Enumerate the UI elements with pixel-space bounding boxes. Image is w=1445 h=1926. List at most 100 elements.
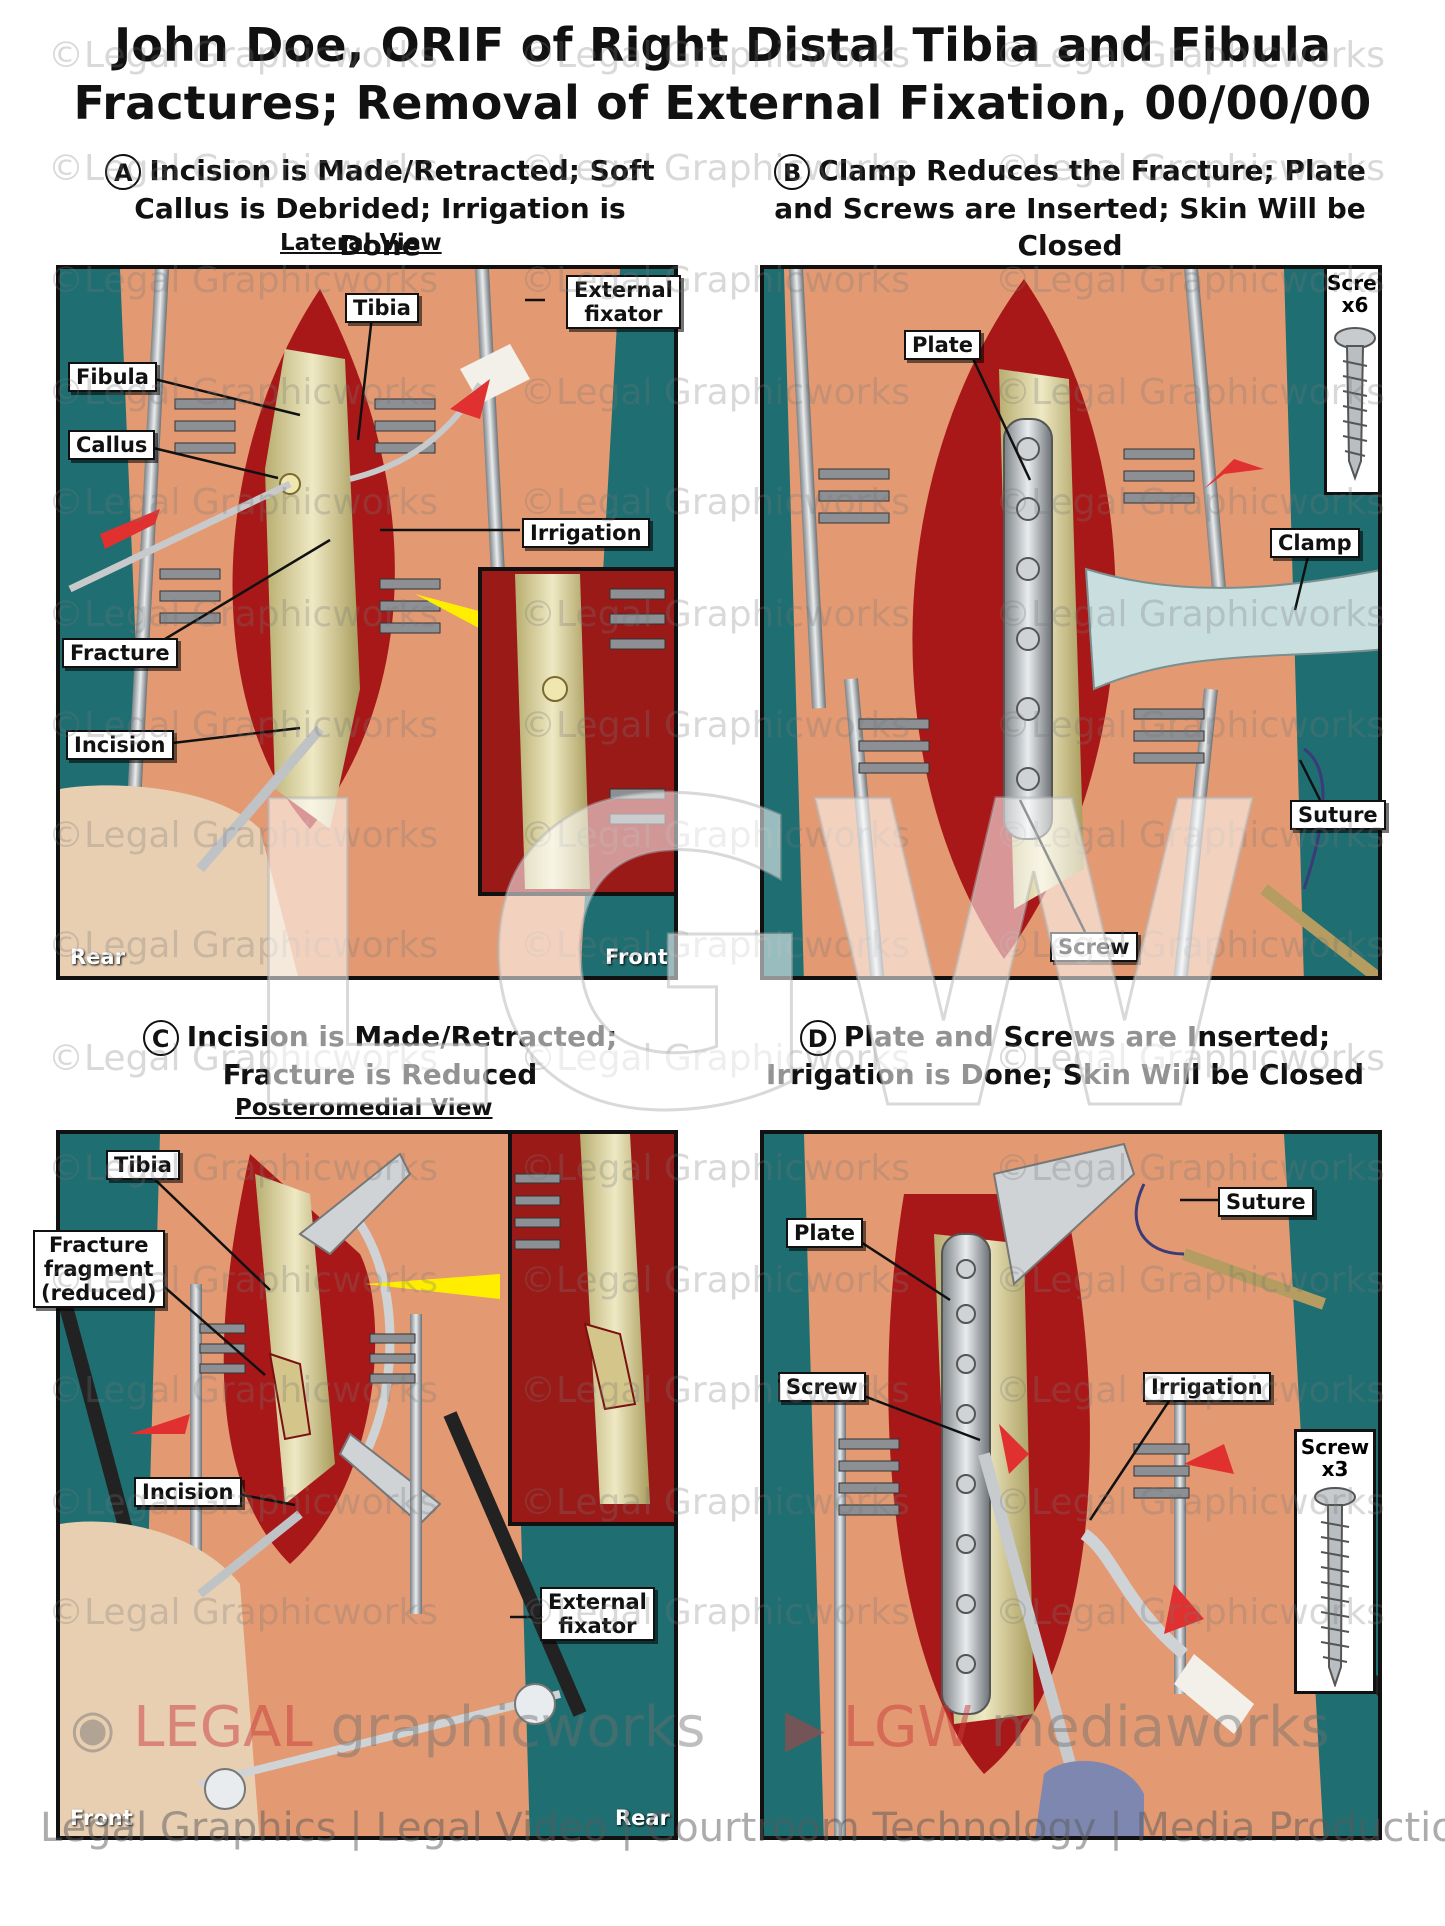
arrow-up bbox=[999, 1424, 1029, 1474]
label-fracture-a: Fracture bbox=[62, 638, 178, 668]
panel-a-corner-front: Front bbox=[605, 945, 668, 969]
label-screw-d: Screw bbox=[778, 1372, 866, 1402]
fixator-pin-lower-left bbox=[844, 678, 885, 976]
panel-a-caption-line2: Callus is Debrided; Irrigation is Done bbox=[134, 192, 626, 262]
irrigation-retractor bbox=[1080, 1529, 1188, 1659]
screw-box-b-count: x6 bbox=[1341, 293, 1369, 317]
panel-a-badge: A bbox=[105, 154, 142, 190]
panel-d-caption-line2: Irrigation is Done; Skin Will be Closed bbox=[765, 1058, 1365, 1091]
label-fracture-fragment-line1: Fracture bbox=[48, 1233, 149, 1257]
panel-b-illustration: Screw x6 bbox=[760, 265, 1382, 980]
brand-graphicworks-text: graphicworks bbox=[312, 1695, 706, 1760]
scalpel bbox=[197, 1510, 303, 1598]
panel-b-caption-line1: Clamp Reduces the Fracture; Plate bbox=[818, 154, 1366, 187]
label-suture-b: Suture bbox=[1290, 800, 1386, 830]
label-clamp-b: Clamp bbox=[1270, 528, 1360, 558]
debridement-tool bbox=[68, 480, 292, 593]
screwdriver-handle bbox=[1035, 1760, 1144, 1836]
zoom-pointer bbox=[365, 1274, 500, 1299]
arrow-irrigation bbox=[1164, 1584, 1204, 1634]
brand-legal-text: LEGAL bbox=[133, 1695, 313, 1760]
panel-a-caption-line1: Incision is Made/Retracted; Soft bbox=[149, 154, 655, 187]
retractor-top bbox=[298, 1152, 412, 1256]
record-icon: ◉ bbox=[70, 1699, 116, 1759]
suture-thread bbox=[1134, 1183, 1185, 1256]
arrow-screw bbox=[1184, 1444, 1234, 1474]
screwdriver-shaft bbox=[978, 1452, 1090, 1816]
label-external-fixator-c: External fixator bbox=[540, 1587, 655, 1641]
fixator-clamp-right bbox=[514, 1683, 556, 1725]
retractor-top bbox=[992, 1142, 1136, 1286]
label-fracture-fragment-line3: (reduced) bbox=[41, 1281, 157, 1305]
label-irrigation-a: Irrigation bbox=[522, 518, 650, 548]
fixator-rod bbox=[199, 1690, 561, 1788]
label-external-fixator-a-line1: External bbox=[574, 278, 673, 302]
panel-a-corner-rear: Rear bbox=[70, 945, 125, 969]
label-plate-d: Plate bbox=[786, 1218, 864, 1248]
retractor-teeth bbox=[818, 448, 1205, 774]
label-external-fixator-c-line2: fixator bbox=[558, 1614, 637, 1638]
irrigation-bulb bbox=[1174, 1654, 1254, 1734]
panel-d-caption-line1: Plate and Screws are Inserted; bbox=[843, 1020, 1331, 1053]
fixator-pin-right bbox=[1184, 269, 1226, 589]
label-fracture-fragment-c: Fracture fragment (reduced) bbox=[33, 1230, 165, 1308]
screw-icon bbox=[1314, 1487, 1356, 1687]
label-fibula-a: Fibula bbox=[68, 362, 157, 392]
panel-c-badge: C bbox=[142, 1020, 179, 1056]
panel-c-view-label: Posteromedial View bbox=[235, 1095, 493, 1121]
page-title-line2: Fractures; Removal of External Fixation,… bbox=[73, 76, 1372, 130]
screw-box-d-label: Screw bbox=[1300, 1435, 1370, 1459]
retractor-teeth-right bbox=[374, 398, 441, 634]
panel-c-corner-rear: Rear bbox=[615, 1806, 670, 1830]
fixator-pin-left bbox=[789, 269, 827, 709]
fixator-pin-right bbox=[410, 1314, 422, 1614]
screw-box-b-label: Screw bbox=[1327, 271, 1378, 295]
label-screw-b: Screw bbox=[1050, 932, 1138, 962]
panel-b-caption-line2: and Screws are Inserted; Skin Will be Cl… bbox=[774, 192, 1366, 262]
scalpel bbox=[196, 725, 324, 873]
screw-icon bbox=[1334, 327, 1376, 482]
fixator-clamp-left bbox=[204, 1768, 246, 1810]
panel-c-caption-line1: Incision is Made/Retracted; bbox=[186, 1020, 618, 1053]
label-tibia-c: Tibia bbox=[106, 1150, 180, 1180]
label-callus-a: Callus bbox=[68, 430, 156, 460]
external-fixator-bar-right bbox=[443, 1411, 587, 1717]
fracture-fragment bbox=[268, 1352, 312, 1441]
play-icon: ▶ bbox=[785, 1699, 825, 1759]
label-external-fixator-a: External fixator bbox=[566, 275, 681, 329]
label-incision-a: Incision bbox=[66, 730, 174, 760]
label-irrigation-d: Irrigation bbox=[1143, 1372, 1271, 1402]
needle-holder bbox=[1181, 1248, 1327, 1310]
panel-a-view-label: Lateral View bbox=[280, 230, 442, 256]
arrow-left bbox=[100, 509, 160, 549]
brand-lgw-text: LGW bbox=[842, 1695, 973, 1760]
label-suture-d: Suture bbox=[1218, 1187, 1314, 1217]
zoom-pointer bbox=[415, 594, 490, 634]
brand-lgw-mediaworks: ▶ LGW mediaworks bbox=[785, 1695, 1330, 1760]
label-fracture-fragment-line2: fragment bbox=[43, 1257, 154, 1281]
panel-c-corner-front: Front bbox=[70, 1806, 133, 1830]
zoom-inset bbox=[478, 567, 674, 896]
page-title-line1: John Doe, ORIF of Right Distal Tibia and… bbox=[113, 18, 1332, 72]
label-external-fixator-a-line2: fixator bbox=[584, 302, 663, 326]
gloved-hand bbox=[60, 1521, 260, 1836]
panel-b-drawing bbox=[764, 269, 1378, 976]
label-external-fixator-c-line1: External bbox=[548, 1590, 647, 1614]
arrow-reduction bbox=[130, 1414, 190, 1434]
arrow-screw bbox=[1204, 459, 1264, 489]
panel-b-badge: B bbox=[774, 154, 811, 190]
label-tibia-a: Tibia bbox=[345, 293, 419, 323]
brand-mediaworks-text: mediaworks bbox=[972, 1695, 1330, 1760]
needle-holder bbox=[1260, 884, 1378, 976]
gloved-hand bbox=[60, 785, 298, 976]
tibia-bone bbox=[255, 1174, 335, 1504]
label-incision-c: Incision bbox=[134, 1477, 242, 1507]
fixator-pin-lower-right bbox=[1173, 688, 1218, 976]
arrow-right bbox=[450, 379, 490, 419]
panel-d-badge: D bbox=[799, 1020, 836, 1056]
brand-legal-graphicworks: ◉ LEGAL graphicworks bbox=[70, 1695, 705, 1760]
